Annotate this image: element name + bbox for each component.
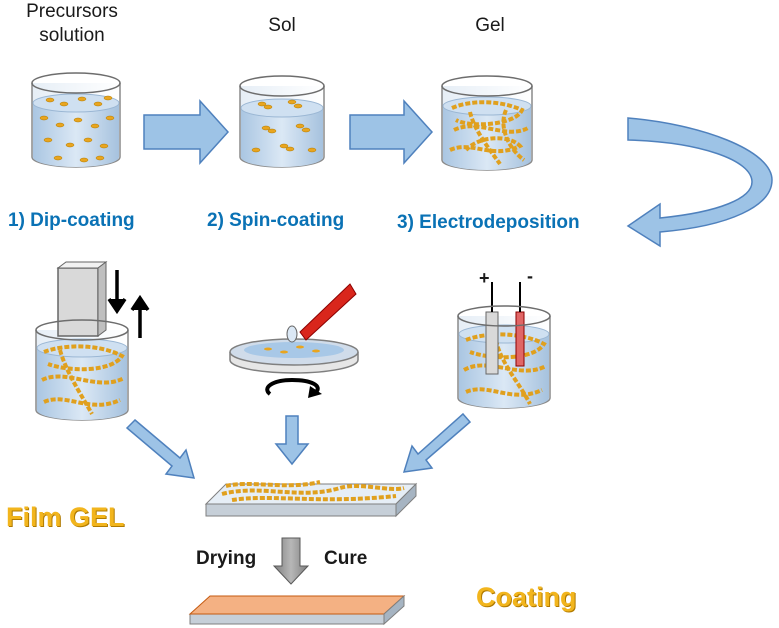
label-cure: Cure [324, 548, 368, 569]
label-film-gel: Film GEL [6, 502, 125, 532]
label-drying: Drying [196, 548, 257, 569]
label-sol: Sol [268, 15, 296, 36]
electrode-minus-sign: - [527, 266, 533, 286]
arrow-drying-cure [272, 537, 310, 585]
label-coating: Coating [476, 582, 577, 612]
arrow-precursors-to-sol [143, 99, 230, 165]
arrow-sol-to-gel [349, 99, 434, 165]
substrate-plate [57, 267, 99, 337]
pipette-icon [299, 283, 357, 341]
beaker-sol [239, 75, 325, 168]
method-dip-coating: 1) Dip-coating [8, 210, 135, 231]
method-spin-coating: 2) Spin-coating [207, 210, 345, 231]
electrode-negative [515, 311, 525, 367]
electrodeposition-setup [457, 282, 551, 409]
electrode-plus-sign: + [479, 268, 490, 288]
label-gel: Gel [475, 15, 505, 36]
beaker-gel [441, 75, 533, 171]
particles-clusters [251, 99, 317, 153]
particles-sparse [39, 95, 115, 163]
dip-coating-setup [35, 261, 150, 421]
up-down-arrows-icon [107, 270, 150, 338]
arrow-spin-to-film [274, 415, 310, 466]
label-precursors-text: Precursors solution [26, 1, 118, 46]
spin-coating-setup [229, 283, 359, 398]
arrow-electro-to-film [402, 412, 472, 473]
label-precursors: Precursors solution [12, 0, 132, 48]
film-gel-substrate [204, 480, 418, 518]
particles-network [449, 100, 529, 166]
coating-substrate [188, 594, 406, 626]
method-electrodeposition: 3) Electrodeposition [397, 212, 580, 233]
rotation-arrow-icon [265, 377, 320, 396]
beaker-precursors [31, 72, 121, 168]
arrow-dip-to-film [125, 418, 196, 479]
arrow-curved-return [626, 117, 773, 248]
electrode-positive [485, 311, 499, 375]
